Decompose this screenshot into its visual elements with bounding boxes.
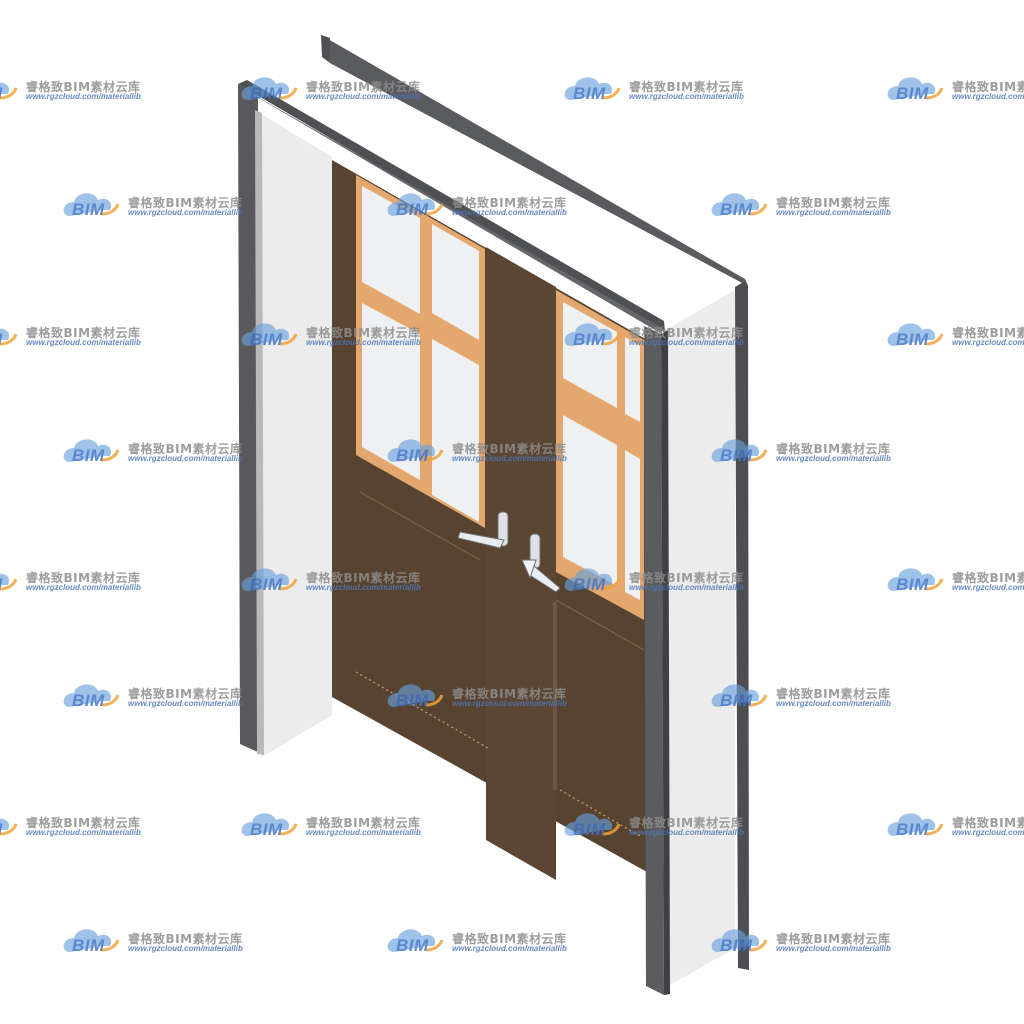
lever-handle-icon: [457, 511, 561, 593]
right-frame-post: [644, 326, 670, 995]
frame-head: [321, 35, 748, 286]
door-panel-lines: [355, 491, 645, 837]
left-jamb: [238, 84, 332, 757]
right-leaf-glazing: [556, 290, 644, 620]
right-jamb: [665, 281, 749, 988]
frame-head-trim: [238, 80, 665, 334]
